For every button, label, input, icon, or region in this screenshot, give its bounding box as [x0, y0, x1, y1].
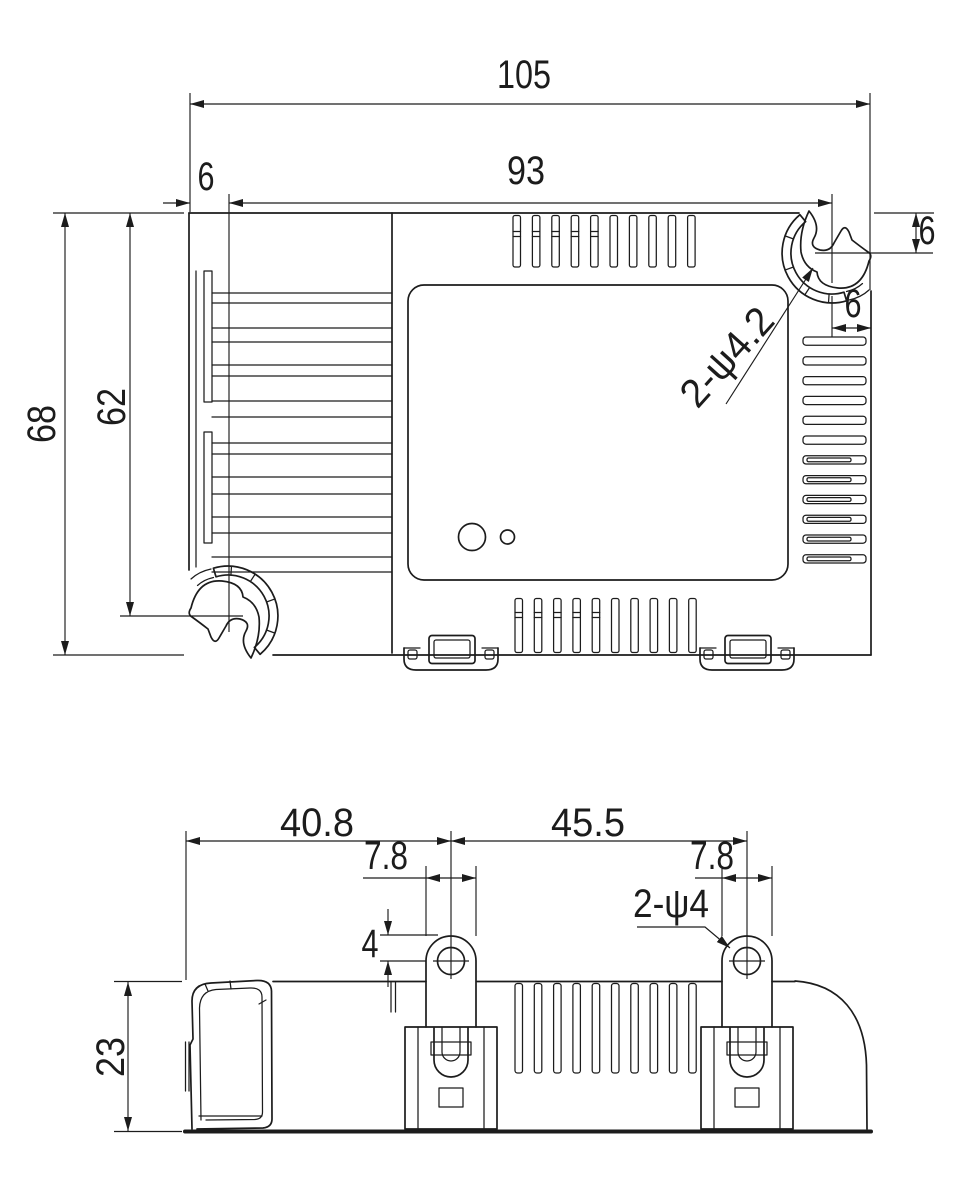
dim-hole-span-label: 93	[507, 149, 545, 193]
din-clip-right	[699, 634, 795, 671]
indicator-hole	[499, 529, 516, 545]
vent-slots-side	[514, 982, 697, 1074]
top-view-dimensions: 105 93 6 68 62 6 6 2-ψ4.2	[20, 53, 936, 656]
adjustment-hole	[457, 522, 487, 552]
corner-hole-callout-label: 2-ψ4.2	[672, 299, 784, 416]
dim-tab-left-offset-label: 40.8	[280, 801, 354, 845]
corner-mount-notch-bottomleft	[188, 565, 279, 659]
tab-hole-callout-label: 2-ψ4	[633, 882, 709, 926]
dim-corner-side-offset-label: 6	[845, 282, 862, 326]
dim-tab-spacing-label: 45.5	[551, 801, 625, 845]
heatsink-fins	[203, 270, 393, 573]
vent-slots-top	[512, 214, 696, 268]
top-view: 105 93 6 68 62 6 6 2-ψ4.2	[20, 53, 936, 671]
side-view: 40.8 45.5 7.8 7.8 2-ψ4 4 23	[89, 801, 873, 1134]
dim-hole-height-label: 62	[90, 388, 134, 426]
side-view-dimensions: 40.8 45.5 7.8 7.8 2-ψ4 4 23	[89, 801, 773, 1133]
side-outline	[183, 980, 873, 1134]
enclosure-outline	[188, 212, 872, 656]
side-corner-bracket	[184, 979, 273, 1130]
dim-body-height-label: 23	[89, 1037, 133, 1077]
din-clip-left	[403, 634, 499, 671]
dim-overall-width-label: 105	[497, 53, 551, 97]
vent-slots-bottom	[514, 597, 697, 654]
label-plate	[407, 284, 789, 581]
dim-tab-hole-offset-label: 4	[362, 922, 379, 966]
dim-tab-width-left-label: 7.8	[364, 834, 408, 878]
dim-left-offset-label: 6	[198, 155, 215, 199]
dim-tab-width-right-label: 7.8	[690, 834, 734, 878]
vent-slots-right	[802, 336, 867, 564]
dim-overall-height-label: 68	[20, 405, 64, 443]
dim-corner-top-offset-label: 6	[919, 209, 936, 253]
